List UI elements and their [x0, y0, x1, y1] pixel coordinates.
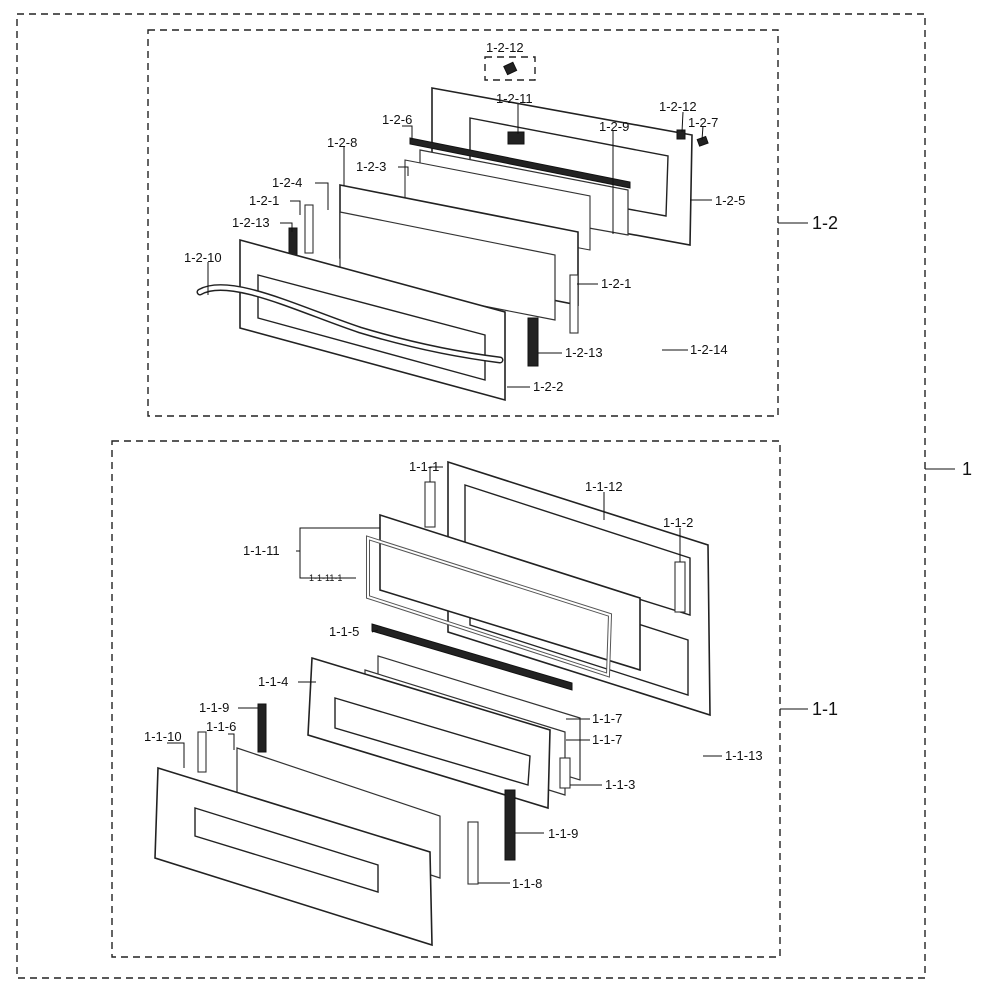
label-1-2-10: 1-2-10 — [184, 250, 222, 265]
label-1-2-13-right: 1-2-13 — [565, 345, 603, 360]
upper-leader-lines — [207, 104, 808, 388]
part-1-2-7-clip — [696, 135, 709, 147]
part-1-1-4-window — [334, 697, 531, 786]
label-1-1-2: 1-1-2 — [663, 515, 693, 530]
label-1-2-5: 1-2-5 — [715, 193, 745, 208]
label-1-1-9-left: 1-1-9 — [199, 700, 229, 715]
label-1-1-13: 1-1-13 — [725, 748, 763, 763]
part-1-1-9-hinge-left — [257, 703, 267, 753]
label-1-1-11: 1-1-11 — [243, 543, 280, 558]
label-1-2-14: 1-2-14 — [690, 342, 728, 357]
label-1-1-4: 1-1-4 — [258, 674, 288, 689]
lower-leader-lines — [167, 466, 955, 884]
label-1-1-8: 1-1-8 — [512, 876, 542, 891]
label-1-2-8: 1-2-8 — [327, 135, 357, 150]
part-1-2-2-window — [257, 274, 486, 381]
label-1-1-3: 1-1-3 — [605, 777, 635, 792]
part-1-1-3-hinge — [559, 757, 571, 789]
label-1-1-10: 1-1-10 — [144, 729, 182, 744]
part-1-1-12-window — [464, 484, 691, 616]
part-1-2-11-latch — [507, 131, 525, 145]
part-1-1-11-frame — [379, 513, 641, 672]
part-1-1-10-window — [194, 807, 379, 893]
label-assembly-1: 1 — [962, 459, 972, 479]
label-1-2-1-left: 1-2-1 — [249, 193, 279, 208]
part-1-2-1-hinge-right — [569, 274, 579, 334]
lower-door-parts — [154, 460, 711, 947]
label-1-1-11-1: 1-1-11-1 — [309, 573, 342, 583]
part-1-2-12-clip-right — [676, 129, 686, 140]
label-1-2-12-right: 1-2-12 — [659, 99, 697, 114]
label-1-2-7: 1-2-7 — [688, 115, 718, 130]
part-1-2-6-strip — [409, 137, 631, 189]
label-1-1-12: 1-1-12 — [585, 479, 623, 494]
label-1-1-7-b: 1-1-7 — [592, 732, 622, 747]
upper-door-parts — [196, 61, 709, 402]
label-1-1-9-right: 1-1-9 — [548, 826, 578, 841]
part-1-1-5-strip — [371, 623, 573, 691]
part-1-2-13-hinge-right — [527, 317, 539, 367]
part-1-1-10-hinge — [197, 731, 207, 773]
label-1-2-12-top: 1-2-12 — [486, 40, 524, 55]
label-1-2-11: 1-2-11 — [496, 91, 533, 106]
part-1-1-9-hinge-right — [504, 789, 516, 861]
part-1-2-4-glass — [339, 211, 556, 321]
label-1-1-6: 1-1-6 — [206, 719, 236, 734]
label-1-2-4: 1-2-4 — [272, 175, 302, 190]
label-1-2-1-right: 1-2-1 — [601, 276, 631, 291]
lower-group-boundary — [111, 440, 781, 958]
label-group-1-2: 1-2 — [812, 213, 838, 233]
label-group-1-1: 1-1 — [812, 699, 838, 719]
label-1-2-13-left: 1-2-13 — [232, 215, 270, 230]
part-1-2-12-clip-top — [503, 61, 518, 76]
part-1-2-1-hinge-left — [304, 204, 314, 254]
label-1-1-5: 1-1-5 — [329, 624, 359, 639]
label-1-1-1: 1-1-1 — [409, 459, 439, 474]
label-1-2-6: 1-2-6 — [382, 112, 412, 127]
label-1-1-7-a: 1-1-7 — [592, 711, 622, 726]
part-1-1-8-hinge — [467, 821, 479, 885]
label-1-2-2: 1-2-2 — [533, 379, 563, 394]
part-1-1-1-hinge — [424, 481, 436, 528]
clip-detail-boundary — [484, 56, 536, 81]
label-1-2-3: 1-2-3 — [356, 159, 386, 174]
label-1-2-9: 1-2-9 — [599, 119, 629, 134]
part-1-1-2-hinge — [674, 561, 686, 613]
